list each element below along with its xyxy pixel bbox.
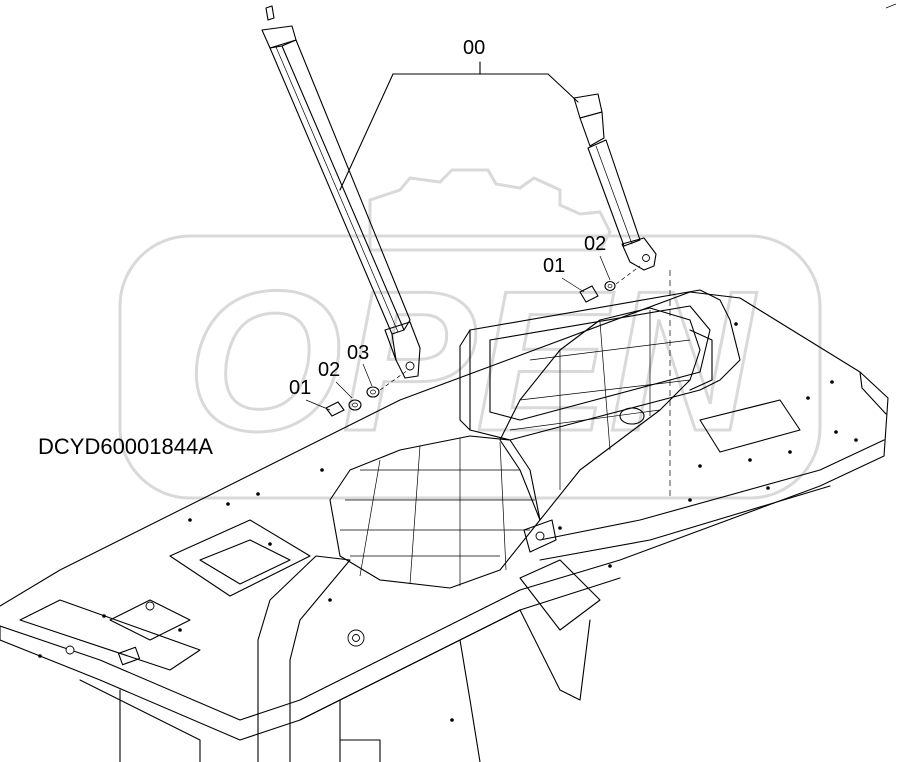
right-gas-strut — [573, 93, 657, 271]
operator-seat — [329, 307, 713, 589]
left-hardware: 01 02 03 — [289, 342, 409, 417]
document-number: DCYD60001844A — [38, 434, 213, 459]
right-bolt — [579, 285, 599, 303]
left-gas-strut — [261, 5, 421, 379]
left-spacer — [366, 386, 380, 398]
corner-mark — [885, 3, 897, 9]
watermark-text: OPEN — [187, 250, 757, 473]
callout-03-left: 03 — [347, 342, 369, 364]
right-washer — [604, 280, 616, 292]
assembly-callout: 00 — [339, 37, 579, 191]
callout-02-left: 02 — [318, 359, 340, 381]
callout-02-right: 02 — [584, 233, 606, 255]
right-hardware: 01 02 — [543, 233, 671, 500]
callout-01-right: 01 — [543, 255, 565, 277]
chassis-floor-plate — [0, 289, 889, 762]
callout-00: 00 — [463, 37, 485, 59]
left-bolt — [325, 401, 345, 417]
callout-01-left: 01 — [289, 377, 311, 399]
watermark-logo: OPEN — [118, 168, 822, 500]
left-washer — [348, 399, 362, 411]
